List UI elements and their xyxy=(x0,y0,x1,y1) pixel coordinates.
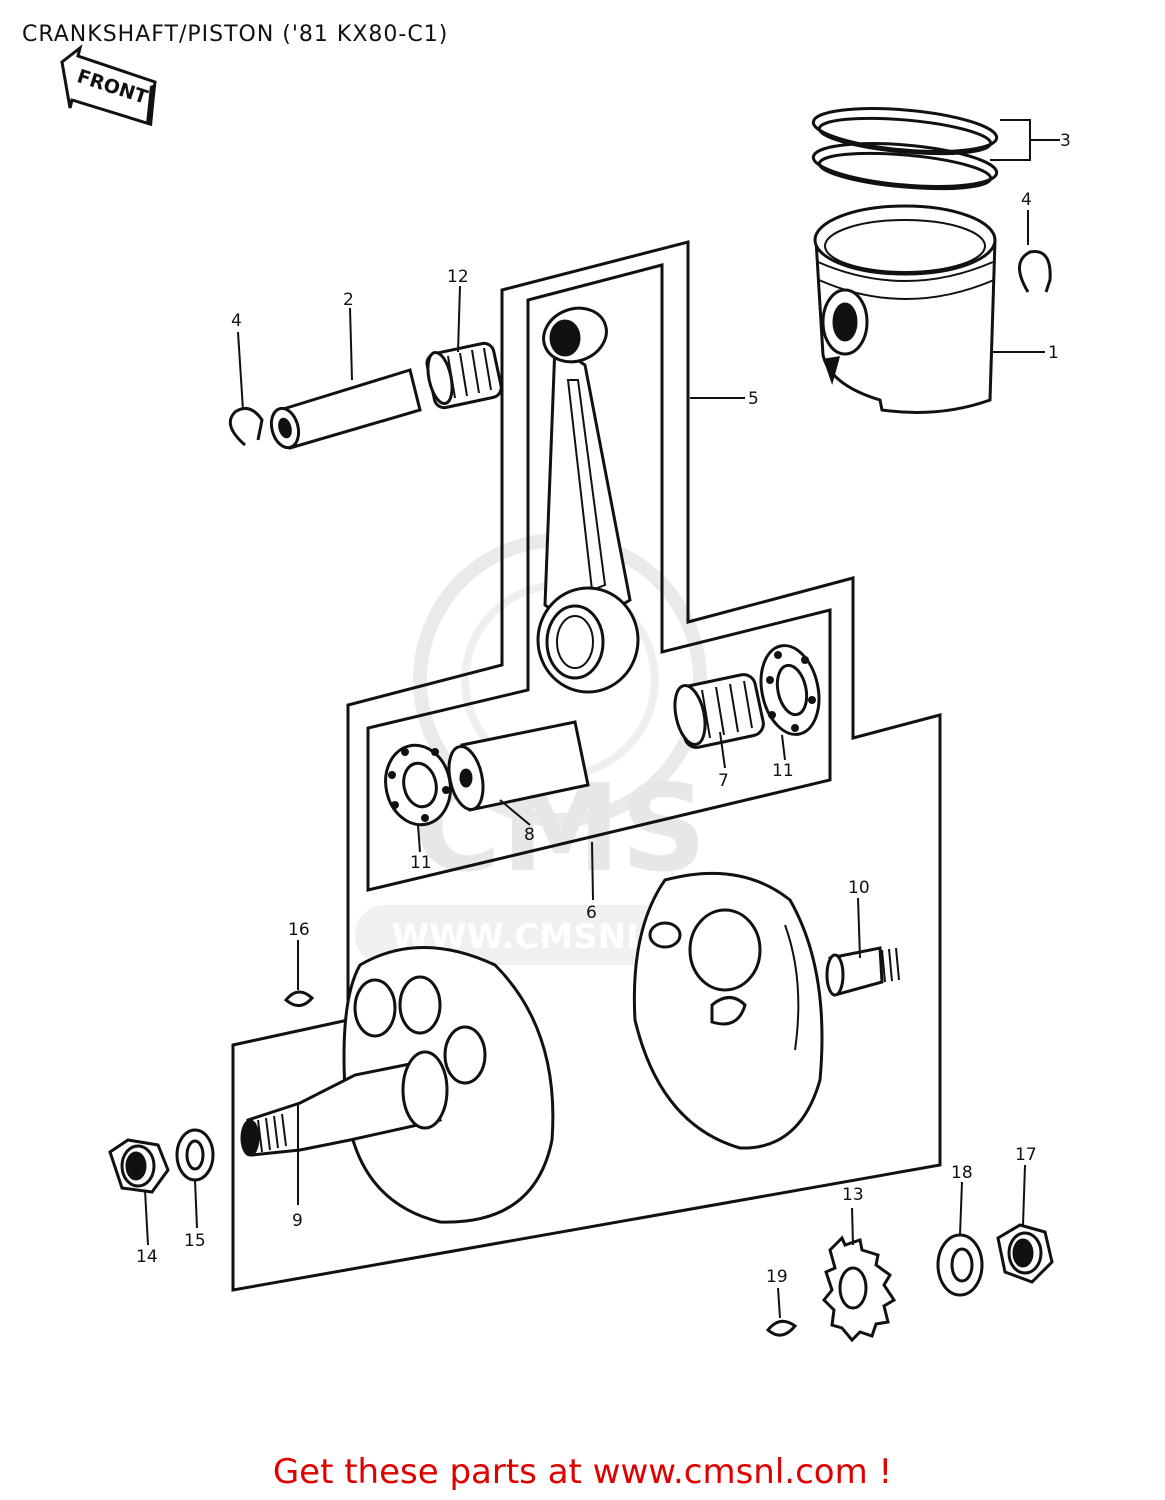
callout-4-right: 4 xyxy=(1021,190,1032,210)
piston-rings xyxy=(811,107,999,191)
crank-pin xyxy=(447,720,590,812)
crankshaft-left xyxy=(240,946,555,1224)
callout-12: 12 xyxy=(447,267,469,287)
callout-2: 2 xyxy=(343,290,354,310)
callout-9: 9 xyxy=(292,1211,303,1231)
callout-4-left: 4 xyxy=(231,311,242,331)
diagram-title: CRANKSHAFT/PISTON ('81 KX80-C1) xyxy=(22,22,449,47)
thrust-washer-right xyxy=(759,644,821,736)
front-arrow-icon: FRONT xyxy=(60,44,157,126)
callout-numbers: 3 4 1 12 2 4 5 7 11 8 11 6 10 16 9 14 15… xyxy=(136,131,1071,1287)
crankshaft-assembly-outline xyxy=(231,240,942,1292)
callout-3: 3 xyxy=(1060,131,1071,151)
woodruff-key-right xyxy=(765,1319,798,1337)
lock-washer-left xyxy=(175,1128,215,1182)
piston-pin-clip-right xyxy=(1018,250,1052,293)
callout-13: 13 xyxy=(842,1185,864,1205)
callout-1: 1 xyxy=(1048,343,1059,363)
callout-19: 19 xyxy=(766,1267,788,1287)
piston-pin xyxy=(269,368,422,450)
nut-right xyxy=(996,1223,1054,1284)
piston-pin-clip-left xyxy=(228,406,264,447)
callout-11-left: 11 xyxy=(410,853,432,873)
lock-washer-right xyxy=(936,1233,984,1297)
get-parts-link[interactable]: Get these parts at www.cmsnl.com ! xyxy=(272,1452,893,1492)
callout-17: 17 xyxy=(1015,1145,1037,1165)
exploded-parts-diagram: CMS WWW.CMSNL.COM FRONT xyxy=(60,44,1071,1343)
nut-left xyxy=(108,1138,170,1194)
callout-6: 6 xyxy=(586,903,597,923)
callout-5: 5 xyxy=(748,389,759,409)
callout-11-right: 11 xyxy=(772,761,794,781)
callout-10: 10 xyxy=(848,878,870,898)
callout-7: 7 xyxy=(718,771,729,791)
crankshaft-right xyxy=(632,871,900,1150)
drive-sprocket xyxy=(821,1235,897,1343)
connecting-rod-set-outline xyxy=(366,263,832,892)
leader-lines xyxy=(144,119,1060,1319)
connecting-rod xyxy=(536,306,640,694)
callout-14: 14 xyxy=(136,1247,158,1267)
needle-bearing-big-end xyxy=(673,673,765,749)
thrust-washer-left xyxy=(384,743,452,827)
callout-15: 15 xyxy=(184,1231,206,1251)
callout-18: 18 xyxy=(951,1163,973,1183)
piston xyxy=(813,204,997,414)
woodruff-key-left xyxy=(283,990,315,1007)
needle-bearing-small-end xyxy=(425,341,503,410)
callout-16: 16 xyxy=(288,920,310,940)
callout-8: 8 xyxy=(524,825,535,845)
